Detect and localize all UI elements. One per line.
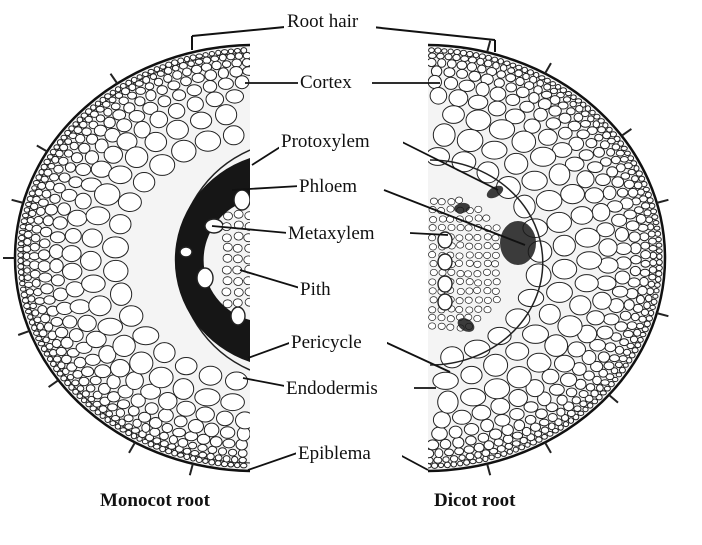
monocot-stele-details xyxy=(179,189,250,326)
label-pericycle: Pericycle xyxy=(291,332,362,353)
monocot-cortex-cells xyxy=(17,47,250,469)
label-root-hair: Root hair xyxy=(287,11,359,32)
leader-lines xyxy=(211,82,526,471)
monocot-root-section xyxy=(3,43,250,476)
label-endodermis: Endodermis xyxy=(286,378,378,399)
caption-monocot-root: Monocot root xyxy=(100,490,211,511)
label-phloem: Phloem xyxy=(299,176,357,197)
dicot-endodermis xyxy=(429,159,544,366)
root-hair-pointers xyxy=(191,26,496,52)
dicot-cortex-cells xyxy=(428,47,663,469)
structure-labels: Root hair Cortex Protoxylem Phloem Metax… xyxy=(100,8,516,511)
caption-dicot-root: Dicot root xyxy=(434,490,516,511)
label-pith: Pith xyxy=(300,279,331,300)
monocot-epiblema-ring xyxy=(22,52,250,464)
dicot-root-hairs xyxy=(486,40,669,476)
label-metaxylem: Metaxylem xyxy=(288,223,375,244)
label-epiblema: Epiblema xyxy=(298,443,371,464)
label-cortex: Cortex xyxy=(300,72,352,93)
dicot-root-section xyxy=(428,40,669,476)
label-protoxylem: Protoxylem xyxy=(281,131,370,152)
monocot-stele-dark xyxy=(174,158,250,362)
monocot-root-hairs xyxy=(3,73,194,476)
